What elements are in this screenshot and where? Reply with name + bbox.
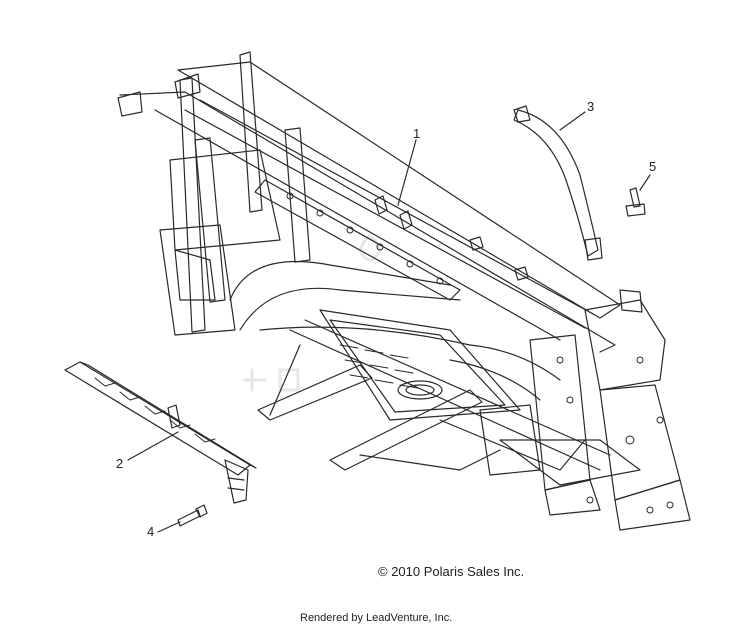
copyright-text: © 2010 Polaris Sales Inc.: [378, 564, 525, 579]
callout-2[interactable]: 2: [116, 456, 124, 471]
part-4-bolt[interactable]: [177, 504, 208, 527]
part-2-side-rail[interactable]: [64, 361, 257, 504]
callout-4[interactable]: 4: [147, 524, 155, 539]
callout-1[interactable]: 1: [413, 126, 421, 141]
leader-line-2: [127, 431, 179, 461]
part-5-bolt[interactable]: [625, 187, 646, 217]
main-frame[interactable]: [117, 51, 691, 531]
rendered-by-text: Rendered by LeadVenture, Inc.: [300, 612, 453, 624]
watermark-logo: [243, 236, 382, 392]
leader-line-1: [397, 139, 417, 206]
leader-line-4: [157, 521, 181, 533]
part-3-curved-bar[interactable]: [513, 105, 603, 261]
callout-5[interactable]: 5: [649, 159, 657, 174]
leader-line-3: [559, 111, 586, 131]
callout-3[interactable]: 3: [587, 99, 595, 114]
leader-line-5: [639, 174, 651, 191]
